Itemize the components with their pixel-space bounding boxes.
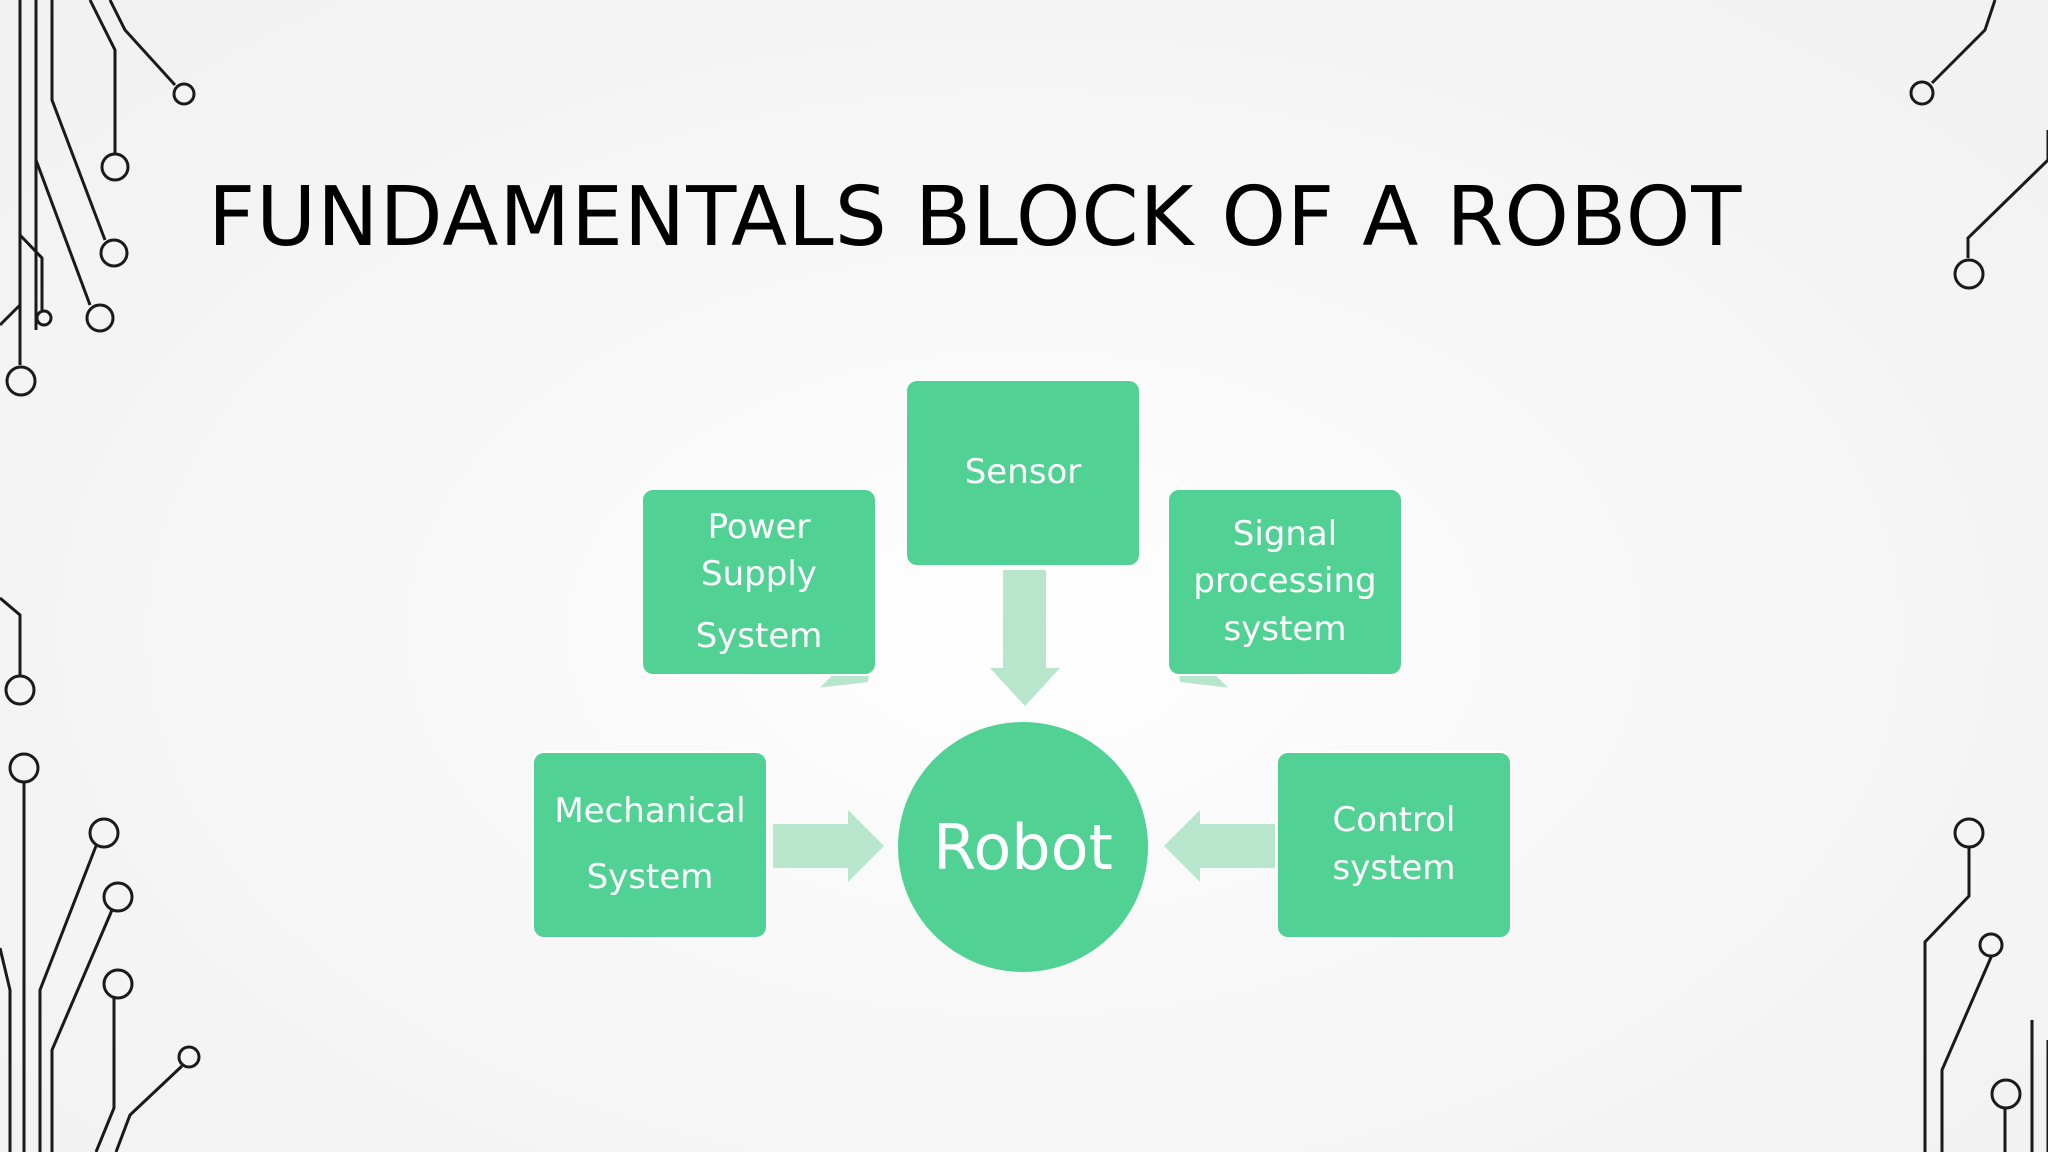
block-control-line: Control [1332, 800, 1456, 841]
block-signal-processing-line: Signal [1232, 513, 1338, 554]
block-signal-processing-line: processing [1193, 561, 1377, 602]
arrow-mechanical-to-robot [773, 810, 884, 882]
block-control: Control system [1276, 751, 1512, 939]
block-mechanical-line: Mechanical [554, 791, 746, 832]
block-power-supply-line: System [695, 615, 823, 656]
block-mechanical: Mechanical System [532, 751, 768, 939]
arrow-control-to-robot [1164, 810, 1275, 882]
block-sensor: Sensor [905, 379, 1141, 567]
hub-robot: Robot [898, 722, 1148, 972]
block-power-supply-line: Supply [701, 554, 817, 595]
block-mechanical-line: System [586, 857, 714, 897]
block-signal-processing-line: system [1223, 608, 1347, 649]
page-title: FUNDAMENTALS BLOCK OF A ROBOT [208, 170, 1743, 265]
block-signal-processing: Signal processing system [1167, 488, 1403, 676]
block-power-supply-line: Power [707, 506, 811, 547]
arrow-sensor-to-robot [990, 570, 1060, 706]
block-power-supply: Power Supply System [641, 488, 877, 676]
block-sensor-line: Sensor [964, 452, 1082, 493]
block-control-line: system [1332, 848, 1456, 888]
